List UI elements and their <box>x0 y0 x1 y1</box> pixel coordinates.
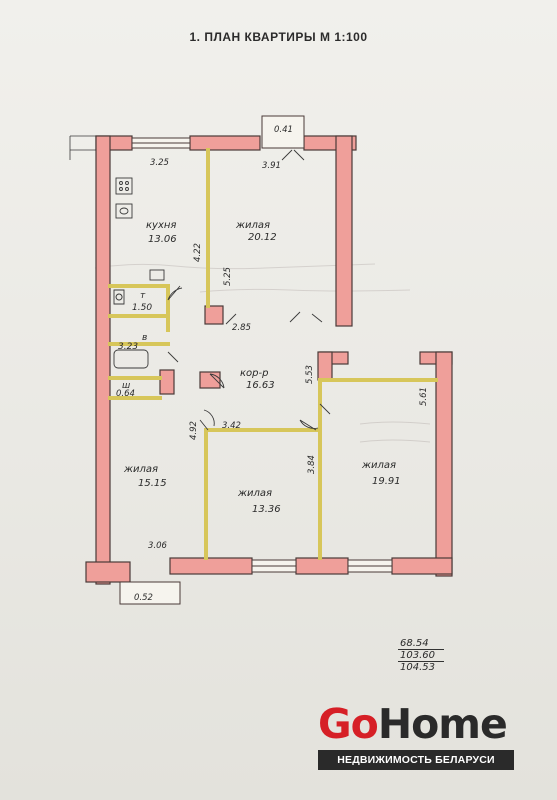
total-living: 68.54 <box>398 638 444 650</box>
windows <box>119 115 393 605</box>
closet-area: 0.64 <box>116 389 135 399</box>
door-living-nw <box>289 311 323 323</box>
living-s-label: жилая <box>237 488 272 499</box>
corridor-label: кор-р <box>240 368 268 379</box>
stove-icon <box>115 177 133 195</box>
toilet-label: т <box>140 291 146 301</box>
dim-0-52: 0.52 <box>134 593 153 603</box>
dim-3-25: 3.25 <box>150 158 169 168</box>
wall-top-mid <box>189 135 261 151</box>
kitchen-area: 13.06 <box>148 234 177 245</box>
sink-icon <box>115 203 133 219</box>
dim-0-41: 0.41 <box>274 125 293 135</box>
wall-stub-closet <box>159 369 175 395</box>
wall-right-upper <box>335 135 353 327</box>
logo-wordmark: GoHome <box>318 700 514 748</box>
door-closet <box>209 373 225 389</box>
living-e-area: 19.91 <box>372 476 401 487</box>
toilet-icon <box>113 289 125 305</box>
living-s-area: 13.36 <box>252 504 281 515</box>
counter-icon <box>149 269 165 281</box>
closet-label: ш <box>122 381 130 391</box>
door-swings <box>167 149 331 431</box>
living-e-label: жилая <box>361 460 396 471</box>
logo-tagline: НЕДВИЖИМОСТЬ БЕЛАРУСИ <box>318 750 514 770</box>
logo-home: Home <box>377 700 508 748</box>
bath-label: в <box>142 333 147 343</box>
living-sw-label: жилая <box>123 464 158 475</box>
living-nw-label: жилая <box>235 220 270 231</box>
bath-area: 3.23 <box>118 342 138 352</box>
wall-column <box>204 305 224 325</box>
dim-5-25: 5.25 <box>223 267 233 286</box>
door-kitchen-corr <box>225 313 237 325</box>
room-labels: кухня 13.06 жилая 20.12 т 1.50 в 3.23 ш … <box>116 220 401 515</box>
partitions <box>108 148 438 560</box>
fixtures <box>113 177 165 369</box>
wall-bottom-2 <box>295 557 349 575</box>
dim-2-85: 2.85 <box>232 323 251 333</box>
dim-4-92: 4.92 <box>189 421 199 440</box>
dim-3-42: 3.42 <box>222 421 241 431</box>
gohome-logo: GoHome НЕДВИЖИМОСТЬ БЕЛАРУСИ <box>318 700 514 774</box>
door-wc <box>167 285 183 301</box>
corridor-area: 16.63 <box>246 380 275 391</box>
balcony-bottom <box>119 581 181 605</box>
wall-bottom-1 <box>169 557 253 575</box>
logo-go: Go <box>318 700 379 748</box>
dim-3-06: 3.06 <box>148 541 168 551</box>
balcony-top <box>261 115 305 149</box>
wall-east-right <box>435 351 453 577</box>
total-with-balcony: 104.53 <box>400 662 435 673</box>
dim-5-61: 5.61 <box>419 387 429 406</box>
bathtub-icon <box>113 349 149 369</box>
living-nw-area: 20.12 <box>248 232 277 243</box>
wall-stub-corridor <box>317 351 333 381</box>
door-bath <box>167 351 179 363</box>
dim-3-91: 3.91 <box>262 161 281 171</box>
dim-5-53: 5.53 <box>305 365 315 384</box>
living-sw-area: 15.15 <box>138 478 167 489</box>
door-e <box>319 403 331 415</box>
dim-4-22: 4.22 <box>193 243 203 262</box>
bleed-through-scribble <box>94 263 431 443</box>
door-s <box>299 419 319 431</box>
wall-bottom-3 <box>391 557 453 575</box>
area-totals: 68.54 103.60 104.53 <box>398 638 444 673</box>
door-sw <box>199 409 215 431</box>
toilet-area: 1.50 <box>132 303 152 313</box>
exterior-walls <box>85 135 453 585</box>
plan-edge-ticks <box>69 135 96 160</box>
door-balcony <box>281 149 305 161</box>
wall-stub-mid <box>199 371 221 389</box>
dim-3-84: 3.84 <box>307 455 317 474</box>
total-general: 103.60 <box>398 650 444 662</box>
dimension-labels: 3.25 3.91 0.41 4.22 5.25 2.85 5.53 5.61 … <box>134 125 429 603</box>
wall-left <box>95 135 111 585</box>
wall-bottom-left <box>85 561 131 583</box>
plan-title: 1. ПЛАН КВАРТИРЫ М 1:100 <box>189 30 368 44</box>
kitchen-label: кухня <box>146 220 176 231</box>
